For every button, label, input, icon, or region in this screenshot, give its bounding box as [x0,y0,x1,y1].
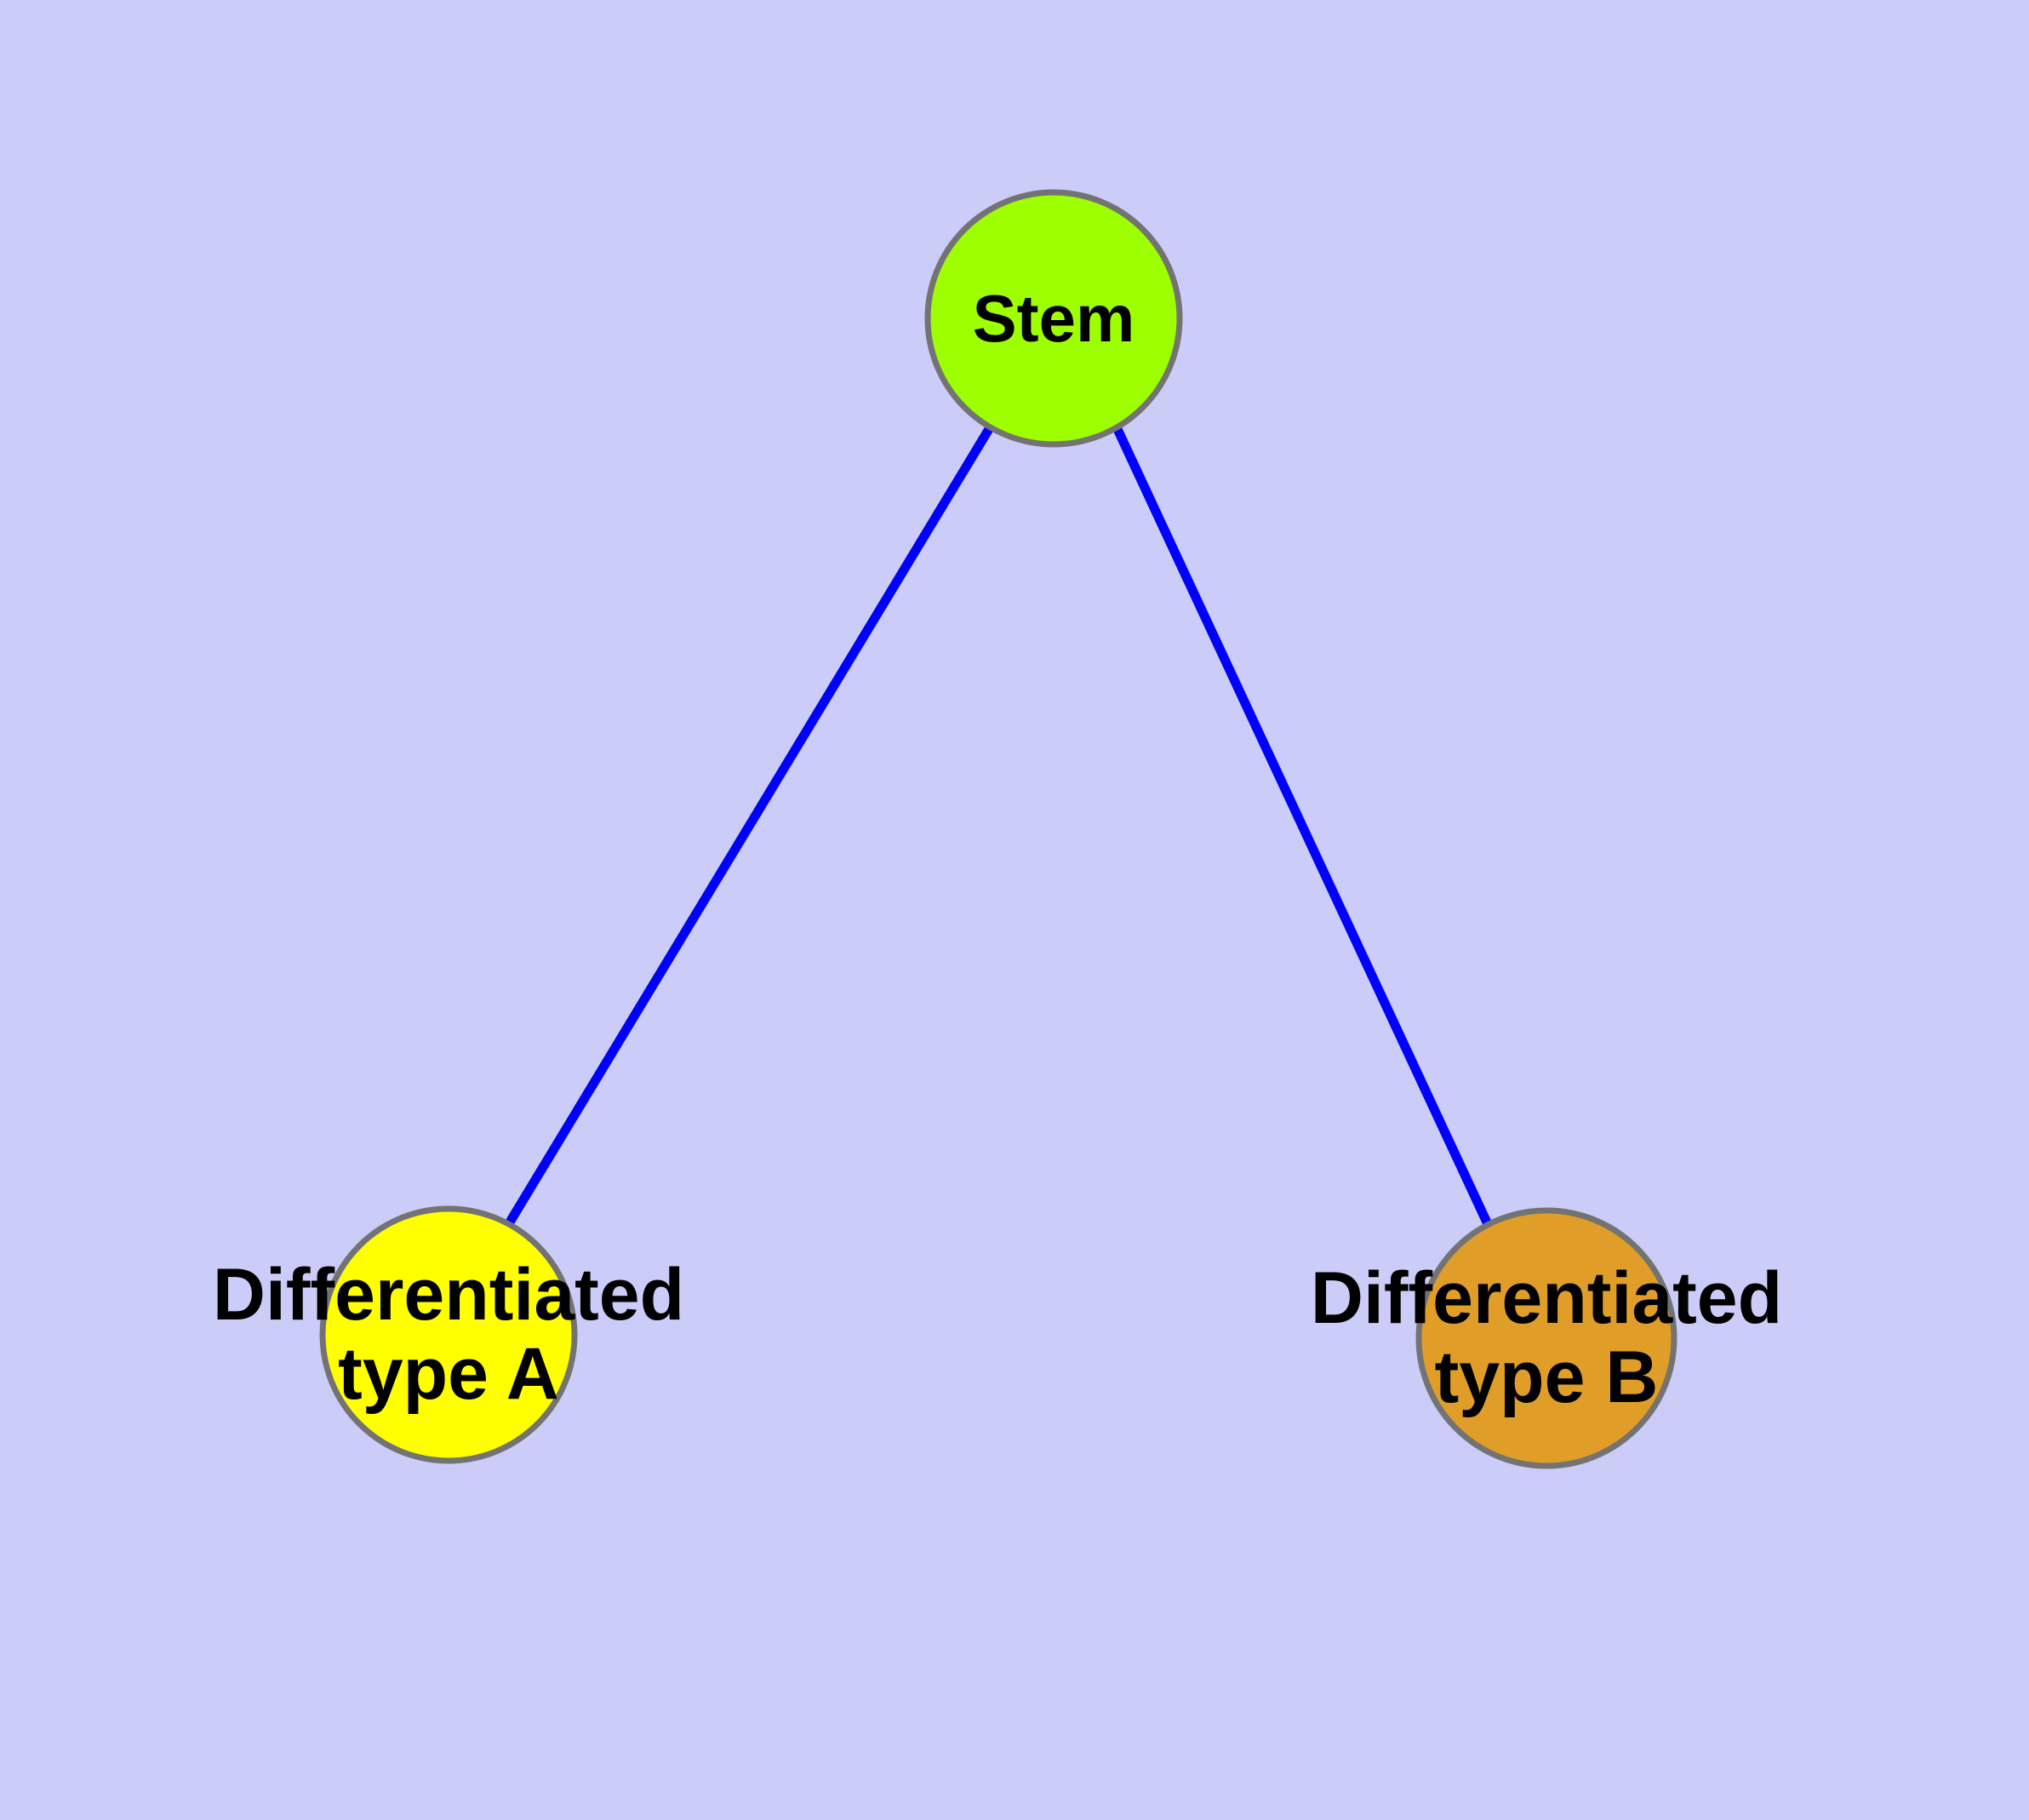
node-layer [319,189,1677,1469]
node-circle-stem[interactable] [924,189,1183,448]
edge-stem-to-diff-b [1112,422,1493,1229]
edge-stem-to-diff-a [506,424,994,1226]
edge-layer [506,422,1493,1229]
node-circle-diff-a[interactable] [319,1205,578,1464]
node-circle-diff-b[interactable] [1415,1207,1677,1469]
